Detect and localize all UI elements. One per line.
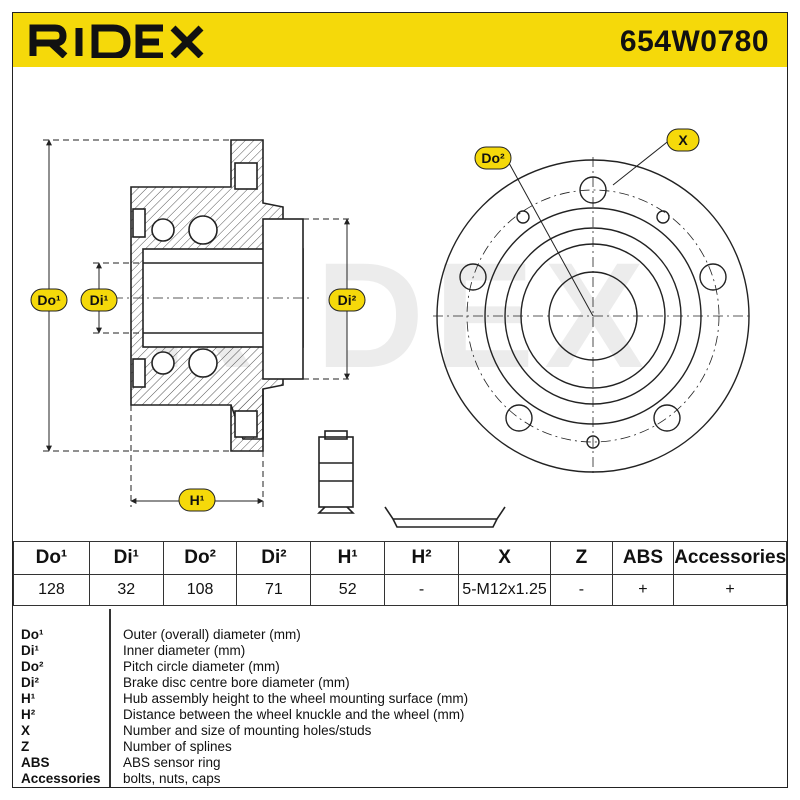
header-bar: 654W0780 bbox=[13, 13, 787, 67]
technical-drawing: RIDEX bbox=[30, 128, 753, 528]
legend-key: ABS bbox=[21, 755, 50, 770]
spec-value-di2: 71 bbox=[236, 574, 312, 606]
spec-header-h1: H¹ bbox=[310, 541, 386, 575]
legend-row: Z Number of splines bbox=[13, 739, 787, 755]
part-number: 654W0780 bbox=[619, 25, 769, 58]
legend-key: Di² bbox=[21, 675, 39, 690]
label-do2: Do² bbox=[474, 146, 512, 170]
spec-value-h2: - bbox=[384, 574, 459, 606]
legend-key: X bbox=[21, 723, 31, 738]
legend-row: H¹ Hub assembly height to the wheel moun… bbox=[13, 691, 787, 707]
legend-key: Di¹ bbox=[21, 643, 39, 658]
label-di2: Di² bbox=[328, 288, 366, 312]
spec-value-abs: + bbox=[611, 574, 675, 606]
legend-desc: bolts, nuts, caps bbox=[123, 771, 221, 786]
svg-text:Do¹: Do¹ bbox=[37, 292, 61, 308]
legend-desc: Inner diameter (mm) bbox=[123, 643, 246, 658]
legend-key: H¹ bbox=[21, 691, 36, 706]
legend-row: Di¹ Inner diameter (mm) bbox=[13, 643, 787, 659]
legend-key: H² bbox=[21, 707, 36, 722]
spec-table: Do¹ Di¹ Do² Di² H¹ H² X Z ABS Accessorie… bbox=[13, 541, 787, 606]
legend-row: Do² Pitch circle diameter (mm) bbox=[13, 659, 787, 675]
legend-desc: Brake disc centre bore diameter (mm) bbox=[123, 675, 350, 690]
hub-cross-section bbox=[93, 139, 313, 452]
legend-desc: Number of splines bbox=[123, 739, 232, 754]
legend-key: Do¹ bbox=[21, 627, 44, 642]
spec-value-di1: 32 bbox=[88, 574, 164, 606]
legend-row: X Number and size of mounting holes/stud… bbox=[13, 723, 787, 739]
label-h1: H¹ bbox=[178, 488, 216, 512]
legend-row: Do¹ Outer (overall) diameter (mm) bbox=[13, 627, 787, 643]
legend-key: Accessories bbox=[21, 771, 101, 786]
label-x: X bbox=[666, 128, 700, 152]
front-dimension-lines bbox=[508, 138, 672, 317]
legend-desc: Outer (overall) diameter (mm) bbox=[123, 627, 301, 642]
spec-value-h1: 52 bbox=[310, 574, 386, 606]
legend-key: Do² bbox=[21, 659, 44, 674]
hub-front-view bbox=[433, 157, 753, 477]
legend-desc: Number and size of mounting holes/studs bbox=[123, 723, 372, 738]
svg-text:Do²: Do² bbox=[481, 150, 505, 166]
spec-value-do2: 108 bbox=[162, 574, 238, 606]
spec-header-abs: ABS bbox=[611, 541, 675, 575]
svg-text:X: X bbox=[678, 132, 688, 148]
label-do1: Do¹ bbox=[30, 288, 68, 312]
datasheet-frame: 654W0780 RIDEX bbox=[12, 12, 788, 788]
legend-desc: ABS sensor ring bbox=[123, 755, 221, 770]
legend-row: ABS ABS sensor ring bbox=[13, 755, 787, 771]
spec-header-row: Do¹ Di¹ Do² Di² H¹ H² X Z ABS Accessorie… bbox=[13, 541, 787, 575]
legend-row: H² Distance between the wheel knuckle an… bbox=[13, 707, 787, 723]
spec-value-row: 128 32 108 71 52 - 5-M12x1.25 - + + bbox=[13, 574, 787, 606]
spec-value-accessories: + bbox=[673, 574, 787, 606]
legend-desc: Distance between the wheel knuckle and t… bbox=[123, 707, 465, 722]
cap bbox=[384, 506, 506, 528]
legend-desc: Pitch circle diameter (mm) bbox=[123, 659, 280, 674]
spec-header-h2: H² bbox=[384, 541, 459, 575]
spec-header-di1: Di¹ bbox=[88, 541, 164, 575]
spec-header-do1: Do¹ bbox=[13, 541, 90, 575]
spec-header-x: X bbox=[457, 541, 552, 575]
legend-row: Accessories bolts, nuts, caps bbox=[13, 771, 787, 787]
ridex-logo bbox=[29, 24, 204, 58]
spec-header-do2: Do² bbox=[162, 541, 238, 575]
legend-row: Di² Brake disc centre bore diameter (mm) bbox=[13, 675, 787, 691]
spec-value-x: 5-M12x1.25 bbox=[457, 574, 552, 606]
svg-text:H¹: H¹ bbox=[190, 492, 205, 508]
wheel-nut bbox=[317, 430, 355, 514]
spec-header-z: Z bbox=[550, 541, 613, 575]
svg-text:Di¹: Di¹ bbox=[90, 292, 109, 308]
legend-divider bbox=[109, 609, 111, 787]
label-di1: Di¹ bbox=[80, 288, 118, 312]
spec-value-do1: 128 bbox=[13, 574, 90, 606]
legend-key: Z bbox=[21, 739, 30, 754]
svg-text:Di²: Di² bbox=[338, 292, 357, 308]
legend-desc: Hub assembly height to the wheel mountin… bbox=[123, 691, 469, 706]
spec-header-accessories: Accessories bbox=[673, 541, 787, 575]
spec-value-z: - bbox=[550, 574, 613, 606]
spec-header-di2: Di² bbox=[236, 541, 312, 575]
legend: Do¹ Outer (overall) diameter (mm) Di¹ In… bbox=[13, 609, 787, 787]
